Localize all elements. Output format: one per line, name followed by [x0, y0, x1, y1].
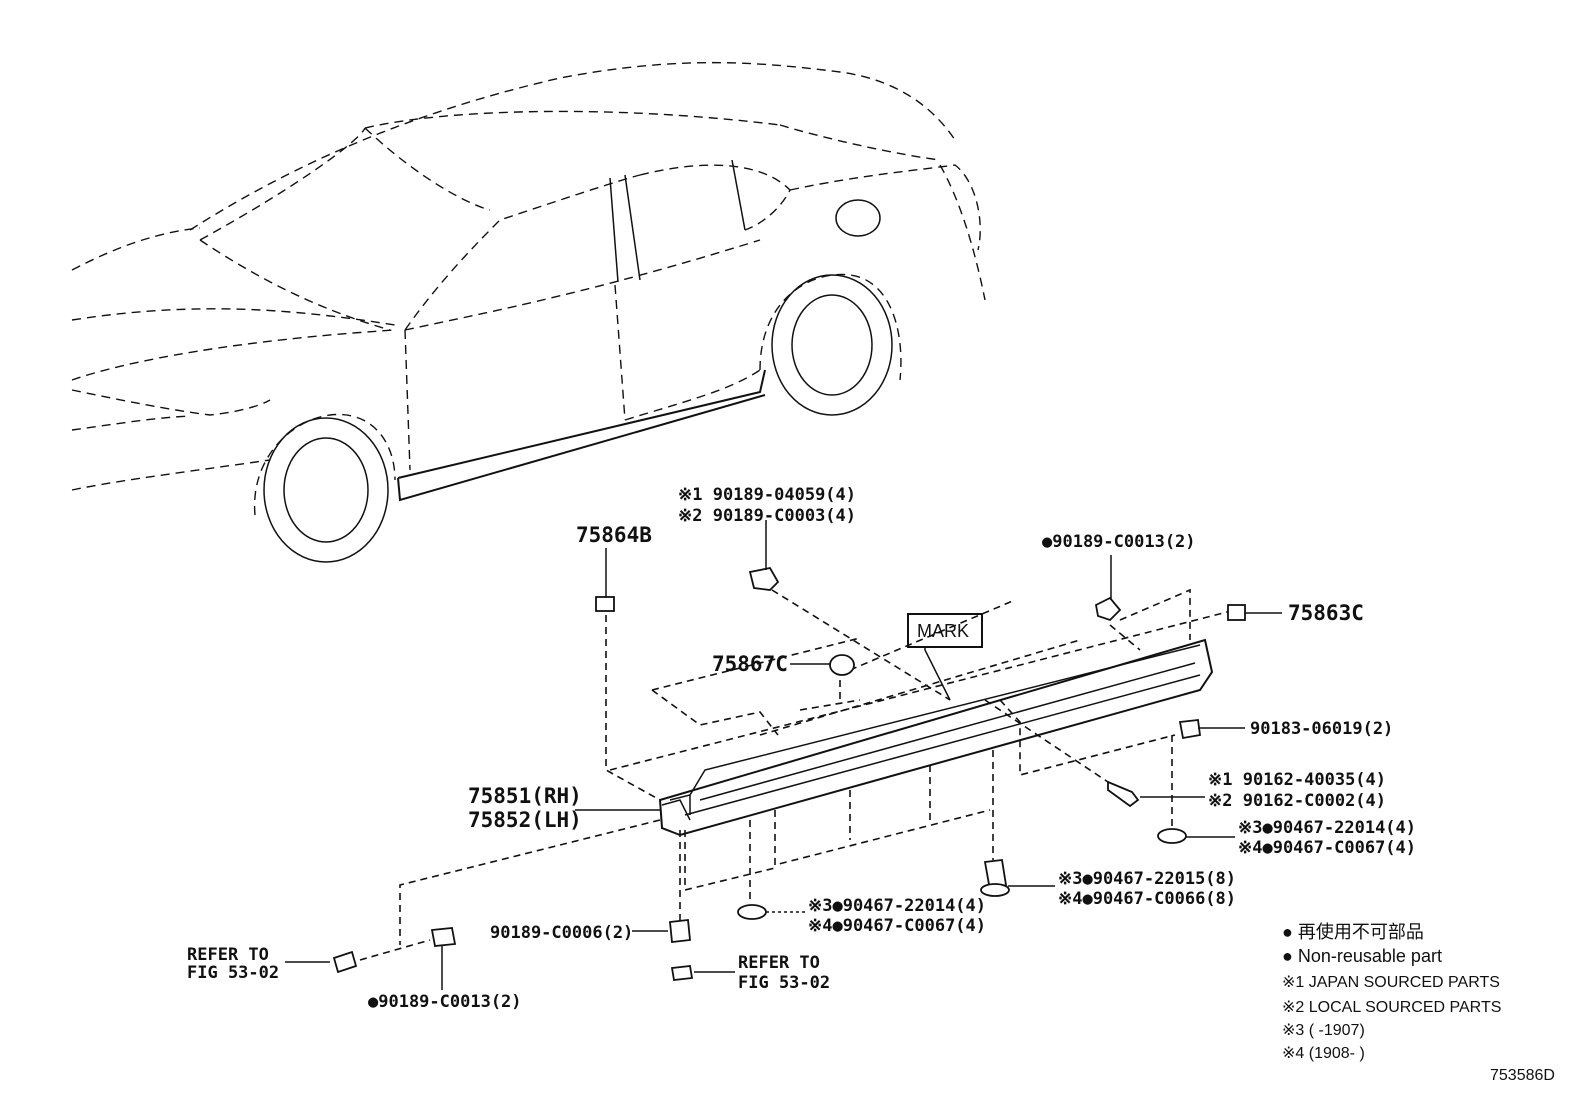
nut-right-icon: [1157, 828, 1187, 844]
callout-mark: MARK: [917, 621, 969, 641]
sticker-75863c-icon: [1227, 604, 1246, 621]
legend: ● 再使用不可部品 ● Non-reusable part ※1 JAPAN S…: [1282, 922, 1501, 1062]
nut-left-icon: [737, 904, 767, 920]
bolt-left-icon: [332, 950, 358, 974]
clip-right-icon: [1094, 596, 1122, 622]
callout-clip-bottom: ●90189-C0013(2): [368, 992, 522, 1012]
legend-en: ● Non-reusable part: [1282, 946, 1442, 966]
callout-90183: 90183-06019(2): [1250, 719, 1393, 739]
car-illustration: [71, 61, 986, 563]
mark-box: [907, 613, 983, 648]
sticker-75864b-icon: [595, 596, 615, 612]
callout-75863c: 75863C: [1288, 601, 1364, 625]
refer-left-line2: FIG 53-02: [187, 963, 279, 983]
screw-icon: [1107, 780, 1140, 808]
grommet-75867c-icon: [829, 654, 855, 676]
callout-screw-2: ※2 90162-C0002(4): [1208, 791, 1386, 811]
callout-clip-mid-4: ※4●90467-C0066(8): [1058, 889, 1236, 909]
clip-top-icon: [748, 566, 780, 591]
clip-c0006-icon: [669, 919, 691, 943]
callout-lh: 75852(LH): [468, 808, 582, 832]
callout-90189-c0006: 90189-C0006(2): [490, 923, 633, 943]
callout-clip-mid-3: ※3●90467-22015(8): [1058, 869, 1236, 889]
nut-90183-icon: [1178, 719, 1202, 740]
callout-screw-1: ※1 90162-40035(4): [1208, 770, 1386, 790]
legend-note-3: ※3 ( -1907): [1282, 1022, 1365, 1039]
legend-note-1: ※1 JAPAN SOURCED PARTS: [1282, 974, 1500, 991]
refer-left-line1: REFER TO: [187, 945, 269, 965]
callout-clip-top-1: ※1 90189-04059(4): [678, 485, 856, 505]
assembly-lines: [359, 588, 1236, 961]
rocker-panel: [658, 638, 1214, 837]
callout-nut-right-3: ※3●90467-22014(4): [1238, 818, 1416, 838]
clip-bottom-icon: [430, 927, 457, 947]
fasteners: [332, 566, 1246, 981]
clip-mid-icon: [983, 859, 1008, 892]
callout-clip-right-top: ●90189-C0013(2): [1042, 532, 1196, 552]
legend-note-4: ※4 (1908- ): [1282, 1045, 1365, 1062]
refer-mid-line2: FIG 53-02: [738, 973, 830, 993]
refer-mid-line1: REFER TO: [738, 953, 820, 973]
legend-note-2: ※2 LOCAL SOURCED PARTS: [1282, 999, 1501, 1016]
bolt-mid-icon: [670, 965, 694, 981]
callout-75864b: 75864B: [576, 523, 652, 547]
leader-lines: [285, 520, 1282, 990]
callout-clip-top-2: ※2 90189-C0003(4): [678, 506, 856, 526]
diagram-id: 753586D: [1490, 1067, 1555, 1084]
legend-jp: ● 再使用不可部品: [1282, 922, 1424, 942]
callout-75867c: 75867C: [712, 652, 788, 676]
callout-nut-right-4: ※4●90467-C0067(4): [1238, 838, 1416, 858]
callout-nut-left-3: ※3●90467-22014(4): [808, 896, 986, 916]
callout-nut-left-4: ※4●90467-C0067(4): [808, 916, 986, 936]
callout-rh: 75851(RH): [468, 784, 582, 808]
